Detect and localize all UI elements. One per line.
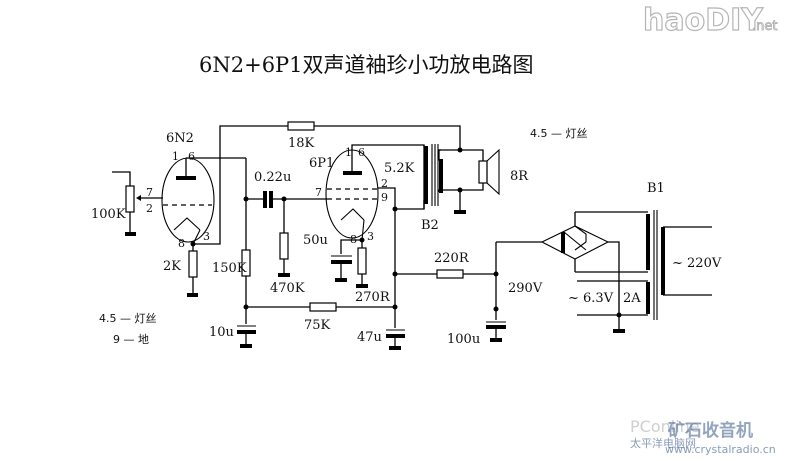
heater-current-label: 2A <box>623 291 641 306</box>
heater-note-left: 4.5 — 灯丝 <box>99 312 157 325</box>
resistor-270r-label: 270R <box>355 290 391 305</box>
pin-label: 6 <box>358 146 365 159</box>
resistor-470k <box>279 232 289 260</box>
pin-label: 9 <box>381 191 388 204</box>
watermark-pconline-cn: 太平洋电脑网 <box>630 436 696 450</box>
ground-note-left: 9 — 地 <box>113 333 149 346</box>
volume-pot: 100K <box>91 171 163 236</box>
pin-label: 2 <box>381 177 388 190</box>
pin-label: 8 <box>178 237 185 250</box>
output-transformer-b2: B2 <box>421 144 484 233</box>
mains-voltage-label: ~ 220V <box>672 256 722 271</box>
output-transformer-label: B2 <box>421 218 439 233</box>
page-title: 6N2+6P1双声道袖珍小功放电路图 <box>199 53 534 77</box>
watermark-url: www.crystalradio.cn <box>665 443 776 456</box>
speaker-icon: 8R <box>478 148 529 196</box>
speaker-label: 8R <box>510 169 529 184</box>
pin-label: 1 <box>172 150 179 163</box>
tube-6n2-label: 6N2 <box>166 131 194 146</box>
crystalradio-watermark: PConline 太平洋电脑网 矿石收音机 www.crystalradio.c… <box>630 417 776 456</box>
watermark-logo-text: haoDIY <box>643 3 764 38</box>
b-plus-voltage-label: 290V <box>508 281 543 296</box>
volume-pot-label: 100K <box>91 207 126 222</box>
pin-label: 7 <box>146 186 153 199</box>
resistor-470k-label: 470K <box>270 281 305 296</box>
power-transformer-b1: B1 ~ 220V ~ 6.3V 2A <box>568 181 722 333</box>
resistor-2k: 2K <box>163 241 198 297</box>
resistor-150k-label: 150K <box>212 261 247 276</box>
haodiy-watermark: haoDIY .net <box>642 2 777 38</box>
resistor-18k <box>287 121 315 131</box>
watermark-pconline: PConline <box>630 417 700 436</box>
pin-label: 3 <box>203 230 210 243</box>
resistor-220r-label: 220R <box>434 251 470 266</box>
capacitor-100u-label: 100u <box>447 332 480 347</box>
capacitor-50u-label: 50u <box>303 233 328 248</box>
pin-label: 2 <box>146 202 153 215</box>
resistor-75k <box>309 302 337 312</box>
pin-label: 7 <box>315 186 322 199</box>
resistor-75k-label: 75K <box>304 318 331 333</box>
capacitor-10u-label: 10u <box>209 325 234 340</box>
resistor-2k-label: 2K <box>163 259 181 274</box>
resistor-18k-label: 18K <box>288 136 315 151</box>
tube-6n2-cathode <box>173 217 201 231</box>
heater-note-top: 4.5 — 灯丝 <box>530 127 588 140</box>
capacitor-022u-label: 0.22u <box>254 170 291 185</box>
tube-6p1-label: 6P1 <box>309 156 334 171</box>
tube-6n2: 6N2 1 6 7 2 8 3 <box>146 131 246 250</box>
pin-label: 6 <box>188 150 195 163</box>
resistor-220r <box>436 269 464 279</box>
pin-label: 1 <box>345 146 352 159</box>
power-transformer-label: B1 <box>647 181 665 196</box>
pin-label: 3 <box>367 230 374 243</box>
capacitor-47u-label: 47u <box>357 330 382 345</box>
output-impedance-label: 5.2K <box>384 161 415 176</box>
watermark-site-cn: 矿石收音机 <box>668 420 753 441</box>
resistor-270r <box>357 247 367 275</box>
heater-winding-label: ~ 6.3V <box>568 291 614 306</box>
watermark-logo-suffix: .net <box>752 19 777 34</box>
